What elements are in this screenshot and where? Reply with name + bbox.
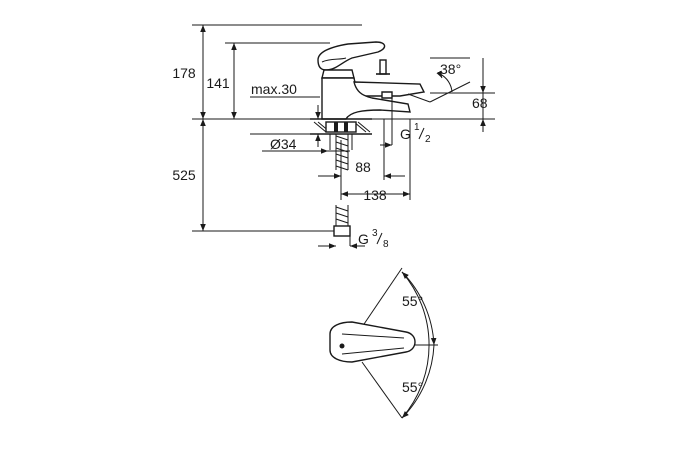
label-68: 68: [472, 95, 488, 111]
hand-shower-outlet: [381, 91, 393, 99]
deck-section: [310, 118, 372, 150]
label-55-up: 55°: [402, 293, 423, 309]
label-g-half-den: 2: [425, 134, 431, 145]
label-g-3-8: G: [358, 231, 369, 247]
dim-total-height: 178: [172, 25, 206, 119]
label-38deg: 38°: [440, 61, 461, 77]
label-138: 138: [363, 187, 387, 203]
label-g-half-num: 1: [414, 122, 420, 133]
dim-reach-138: 138: [341, 119, 411, 203]
label-178: 178: [172, 65, 196, 81]
supply-hose: [333, 134, 351, 237]
indicator-dot: [339, 343, 345, 349]
label-g-half: G: [400, 126, 411, 142]
label-525: 525: [172, 167, 196, 183]
label-55-down: 55°: [402, 379, 423, 395]
dim-reach-88: 88: [318, 119, 405, 200]
dim-deck-thickness: max.30: [251, 81, 321, 147]
label-141: 141: [206, 75, 230, 91]
label-g-3-8-num: 3: [372, 228, 378, 239]
label-88: 88: [355, 159, 371, 175]
dim-spout-angle: 38°: [429, 61, 471, 103]
diverter-knob: [379, 59, 387, 75]
label-g-3-8-den: 8: [383, 239, 389, 250]
side-view: 178 141 max.30 Ø34 525: [172, 24, 495, 250]
dim-hose-thread: G 3 8: [318, 228, 389, 250]
cartridge-cap: [321, 69, 355, 79]
dim-hole-diameter: Ø34: [262, 136, 350, 154]
top-view-lever: [329, 321, 416, 363]
dim-outlet-thread: G 1 2: [380, 98, 431, 148]
dim-lever-height: 141: [206, 43, 237, 119]
faucet-body: [317, 41, 431, 120]
spout: [353, 81, 426, 97]
label-max30: max.30: [251, 81, 297, 97]
label-d34: Ø34: [270, 136, 297, 152]
dim-hose-length: 525: [172, 119, 206, 231]
mounting-nut: [325, 121, 357, 133]
lever-handle: [317, 41, 386, 71]
top-view: 55° 55°: [329, 267, 438, 419]
dim-spout-height: 68: [472, 58, 488, 132]
hose-fitting: [333, 225, 351, 237]
